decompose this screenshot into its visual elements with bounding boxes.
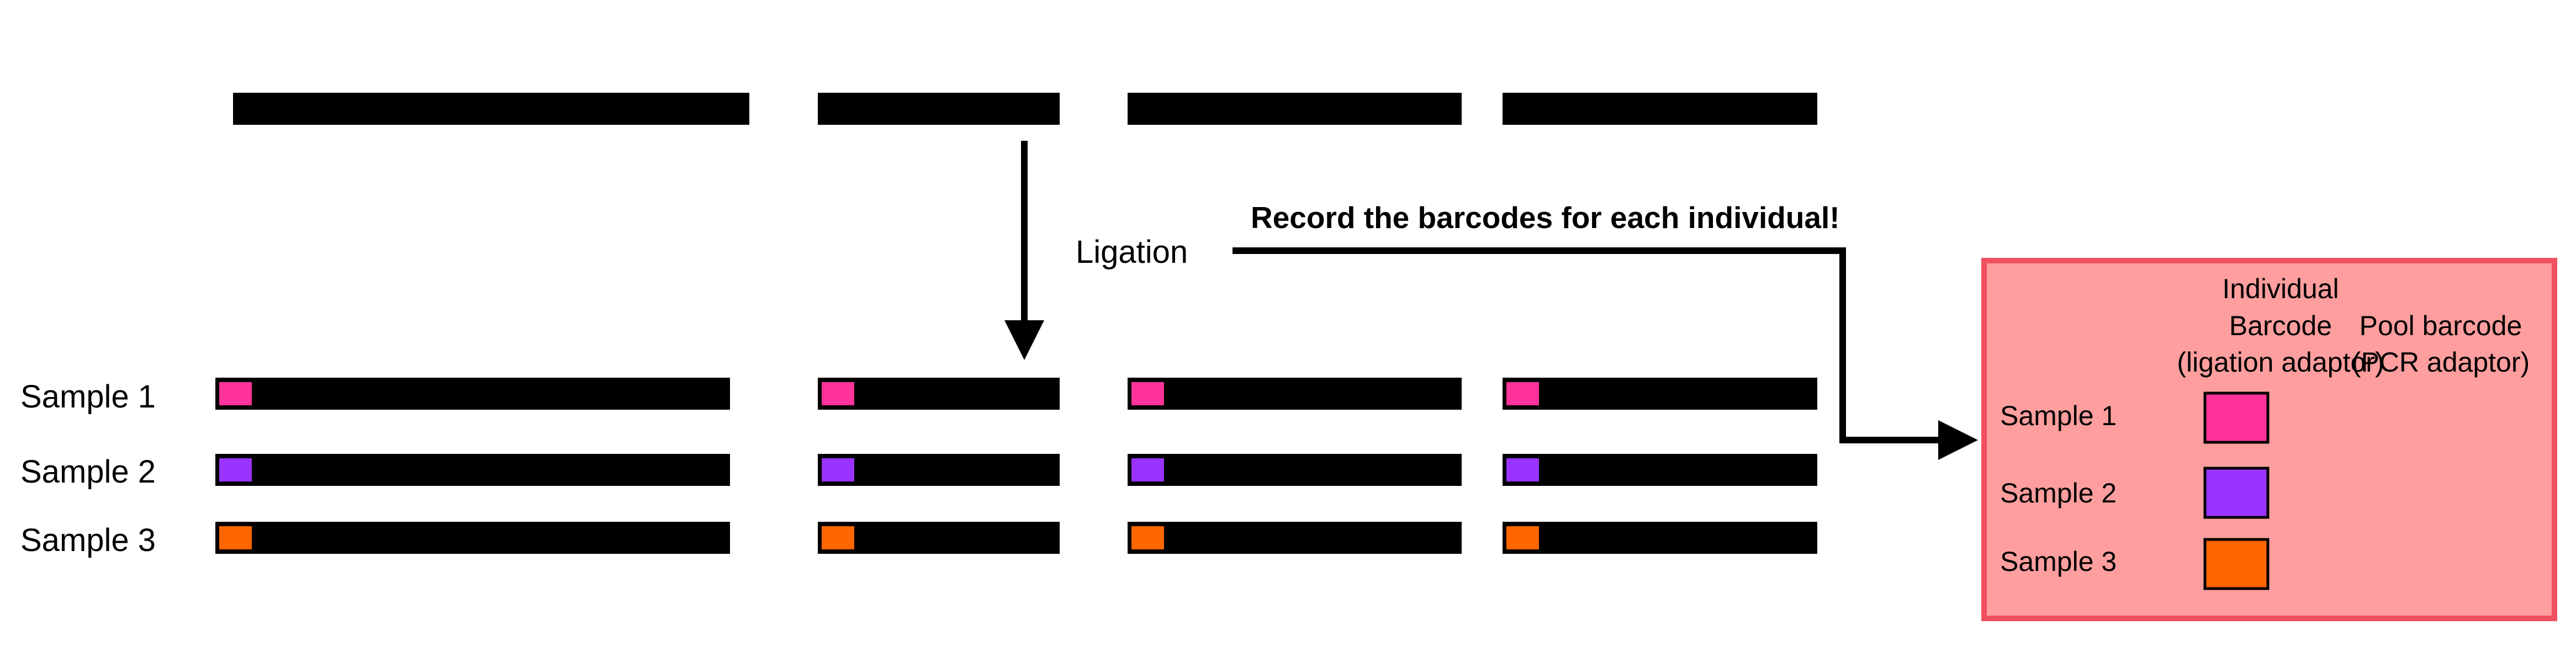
ligated-fragment	[818, 522, 1060, 554]
barcode-adaptor	[219, 526, 252, 549]
barcode-record-panel: Individual Barcode (ligation adaptor) Po…	[1981, 258, 2557, 621]
barcode-adaptor	[822, 526, 854, 549]
ligated-fragment	[1503, 454, 1817, 486]
record-arrow	[1233, 247, 1978, 460]
ligation-label: Ligation	[1076, 234, 1188, 270]
barcode-adaptor	[822, 382, 854, 405]
column-pool-line2: (PCR adaptor)	[2352, 347, 2530, 378]
column-pool-line1: Pool barcode	[2360, 310, 2522, 341]
sample-2-label: Sample 2	[20, 454, 156, 490]
record-note: Record the barcodes for each individual!	[1251, 200, 1840, 235]
column-individual-line3: (ligation adaptor)	[2177, 347, 2384, 378]
ligated-fragment	[818, 454, 1060, 486]
ligated-fragment	[215, 378, 730, 410]
ligated-fragment	[818, 378, 1060, 410]
ligated-fragment	[1503, 378, 1817, 410]
ligated-fragment	[1128, 522, 1462, 554]
ligated-fragment	[1503, 522, 1817, 554]
panel-barcode-swatch-3	[2203, 538, 2270, 590]
barcode-adaptor	[1131, 458, 1164, 481]
panel-barcode-swatch-1	[2203, 391, 2270, 444]
input-fragment	[1128, 93, 1462, 125]
ligated-fragment	[1128, 454, 1462, 486]
column-individual-line1: Individual	[2222, 273, 2339, 304]
barcode-adaptor	[1506, 382, 1539, 405]
ligated-fragment	[215, 522, 730, 554]
barcode-adaptor	[1506, 458, 1539, 481]
ligated-fragments	[215, 378, 1817, 554]
ligated-fragment	[215, 454, 730, 486]
barcode-adaptor	[1131, 382, 1164, 405]
input-fragment	[233, 93, 749, 125]
input-fragment	[1503, 93, 1817, 125]
barcode-adaptor	[1131, 526, 1164, 549]
sample-1-label: Sample 1	[20, 379, 156, 415]
column-individual-line2: Barcode	[2229, 310, 2332, 341]
panel-sample-2-label: Sample 2	[2000, 478, 2117, 509]
barcode-adaptor	[822, 458, 854, 481]
panel-barcode-swatch-2	[2203, 467, 2270, 519]
panel-sample-3-label: Sample 3	[2000, 546, 2117, 577]
input-fragments	[233, 93, 1817, 125]
panel-sample-1-label: Sample 1	[2000, 400, 2117, 431]
input-fragment	[818, 93, 1060, 125]
ligated-fragment	[1128, 378, 1462, 410]
barcode-adaptor	[219, 458, 252, 481]
barcode-adaptor	[219, 382, 252, 405]
barcode-adaptor	[1506, 526, 1539, 549]
sample-3-label: Sample 3	[20, 522, 156, 558]
